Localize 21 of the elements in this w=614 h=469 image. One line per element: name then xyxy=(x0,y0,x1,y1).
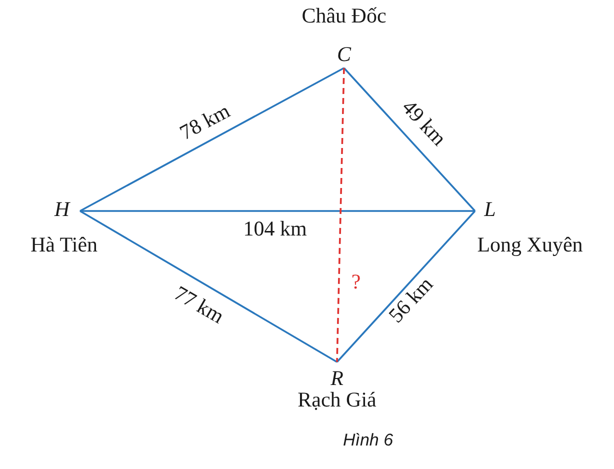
edge-label: 49 km xyxy=(398,96,450,150)
vertex-label: R xyxy=(327,368,347,391)
figure-caption: Hình 6 xyxy=(342,432,394,448)
edge-label: 77 km xyxy=(170,282,228,328)
line-segment xyxy=(80,210,475,212)
line-segment xyxy=(336,210,476,363)
edge-label: ? xyxy=(351,272,361,292)
vertex-label: H xyxy=(50,199,74,222)
line-segment xyxy=(80,210,338,363)
dashed-line xyxy=(336,68,345,362)
place-name: Long Xuyên xyxy=(477,234,583,256)
line-segment xyxy=(80,67,344,212)
edge-label: 104 km xyxy=(243,218,307,240)
vertex-label: L xyxy=(480,199,500,222)
line-segment xyxy=(343,67,476,212)
edge-label: 78 km xyxy=(176,100,234,144)
place-name: Rạch Giá xyxy=(298,390,376,410)
place-name: Hà Tiên xyxy=(30,234,98,256)
vertex-label: C xyxy=(334,44,354,67)
edge-label: 56 km xyxy=(385,273,437,327)
place-name: Châu Đốc xyxy=(302,6,386,26)
